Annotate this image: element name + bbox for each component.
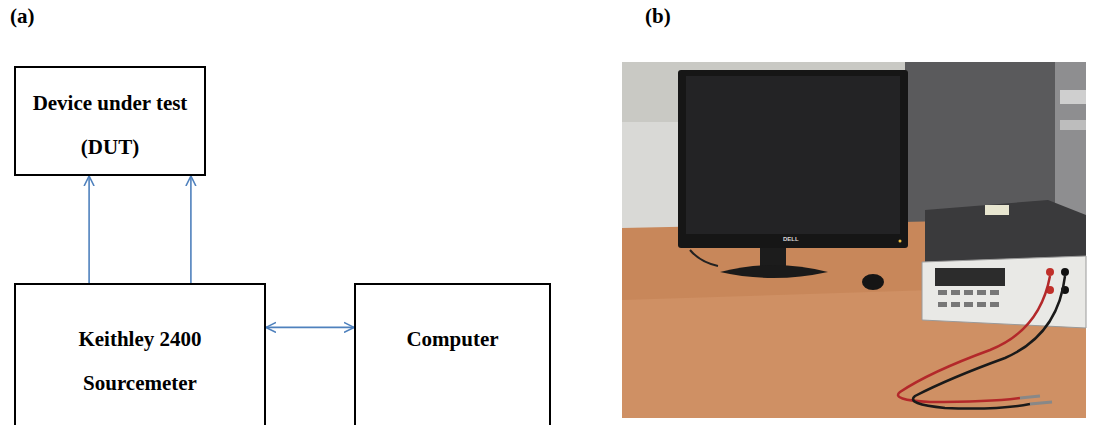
panel-key	[964, 302, 973, 307]
device-box: Device under test (DUT)	[14, 66, 206, 176]
power-led	[899, 240, 902, 243]
monitor-cable	[690, 250, 718, 266]
sourcemeter-sticker	[985, 205, 1009, 215]
monitor-logo: DELL	[783, 236, 799, 242]
panel-key	[951, 302, 960, 307]
probe-tip	[1030, 402, 1052, 404]
panel-key	[977, 302, 986, 307]
photo-background	[622, 62, 1086, 418]
panel-key	[938, 290, 947, 295]
shelf-instrument	[1060, 90, 1086, 104]
instrument-box: Keithley 2400 Sourcemeter	[14, 283, 266, 425]
panel-label: (b)	[645, 4, 671, 29]
box-text: Device under test (DUT)	[26, 81, 194, 169]
shelf-instrument	[1060, 120, 1086, 130]
panel-key	[964, 290, 973, 295]
monitor-screen	[686, 76, 900, 234]
computer-box: Computer	[354, 283, 551, 425]
panel-key	[990, 290, 999, 295]
terminal-black	[1061, 268, 1069, 276]
box-text: Keithley 2400 Sourcemeter	[36, 317, 244, 405]
box-text: Computer	[406, 317, 498, 361]
monitor-base	[720, 265, 828, 278]
panel-key	[938, 302, 947, 307]
red-test-lead	[898, 276, 1050, 402]
signal-arrow	[190, 176, 192, 283]
signal-arrow	[88, 176, 90, 283]
panel-label: (a)	[10, 4, 35, 29]
probe-tip	[1020, 396, 1040, 398]
panel-key	[990, 302, 999, 307]
black-test-lead	[913, 276, 1065, 409]
sourcemeter-display	[935, 268, 1005, 286]
panel-key	[951, 290, 960, 295]
mouse	[862, 274, 884, 290]
sourcemeter-case	[925, 200, 1086, 262]
panel-key	[977, 290, 986, 295]
signal-arrow	[266, 327, 354, 329]
terminal-red	[1046, 268, 1054, 276]
monitor-frame	[678, 70, 908, 248]
